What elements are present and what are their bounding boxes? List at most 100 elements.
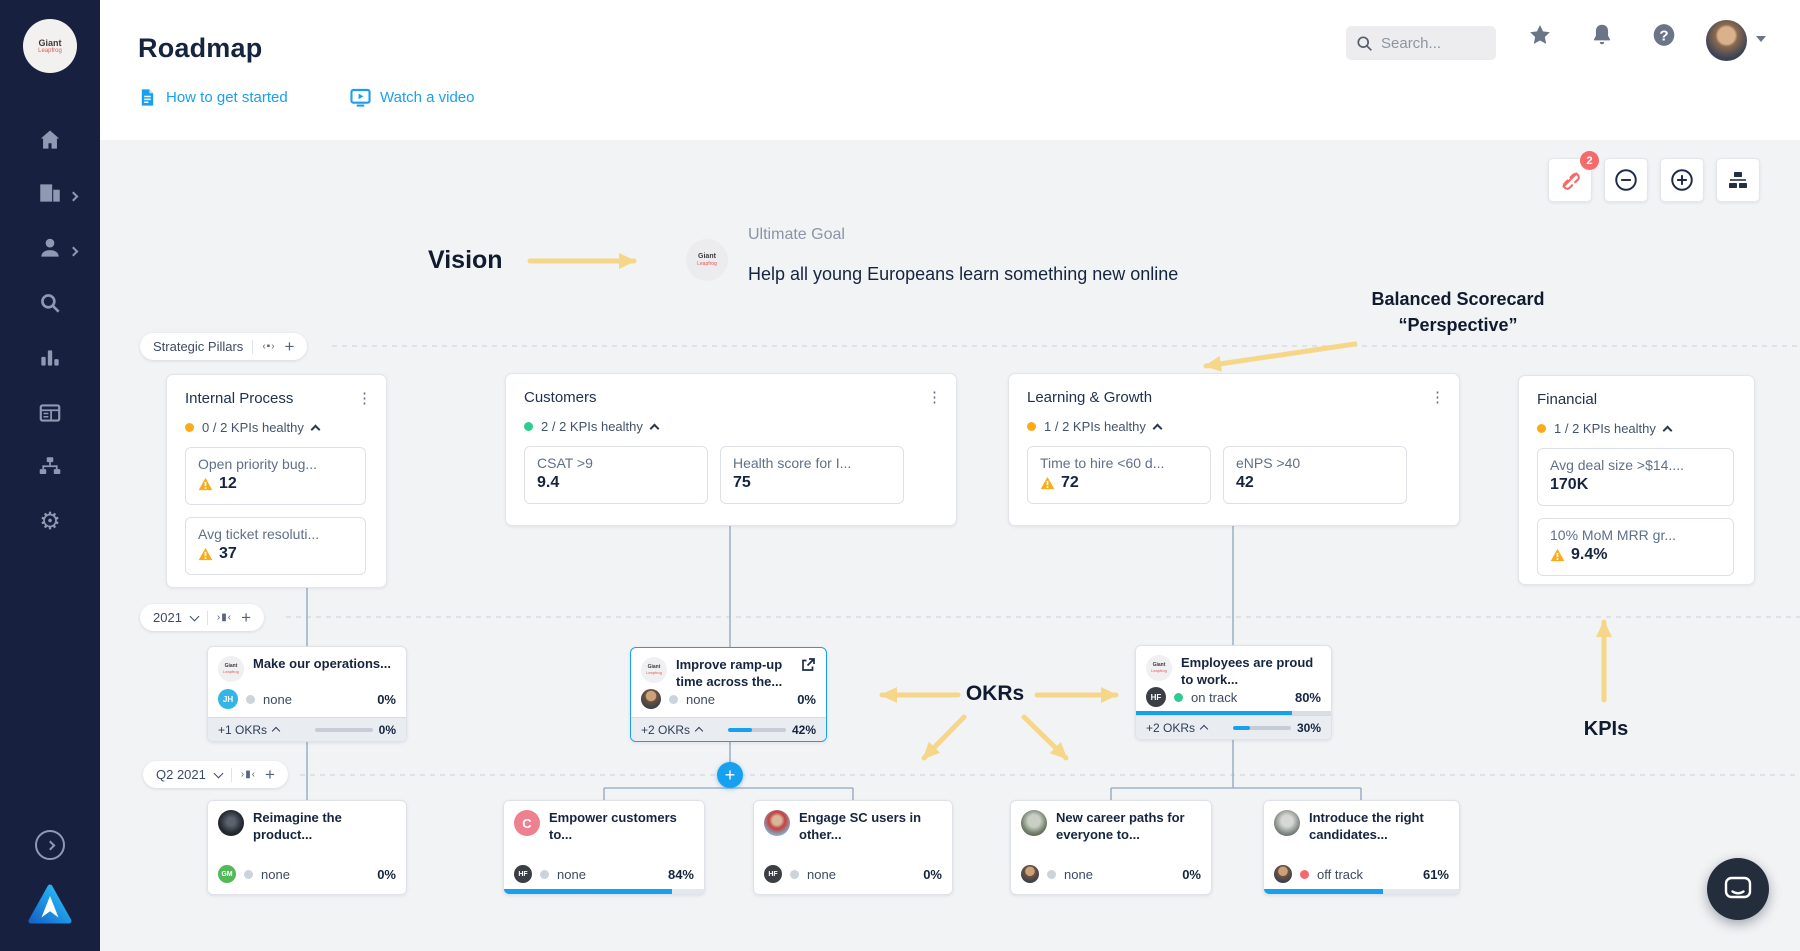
kebab-menu-icon[interactable]: ⋮ [357,389,372,407]
add-pillar-button[interactable]: + [284,336,295,356]
people-expand-chevron-icon[interactable] [68,242,82,257]
sidebar: Giant Leapfrog ⚙ [0,0,100,951]
kpi-health-toggle[interactable]: 2 / 2 KPIs healthy [506,406,956,434]
kebab-menu-icon[interactable]: ⋮ [927,388,942,406]
quarter-chip[interactable]: Q2 2021 ›▮‹ + [143,761,288,788]
add-objective-button[interactable]: + [265,764,275,784]
home-icon[interactable] [37,127,63,153]
status-dot [1174,692,1183,702]
kpi-card[interactable]: Time to hire <60 d... 72 [1027,446,1211,504]
kpi-card[interactable]: Health score for I... 75 [720,446,904,504]
watch-a-video-link[interactable]: Watch a video [350,88,475,107]
objective-card-introduce-candidates[interactable]: Introduce the right candidates... off tr… [1263,800,1460,895]
ultimate-goal-label: Ultimate Goal [748,226,845,243]
pillar-title: Learning & Growth [1027,389,1153,406]
kpi-card[interactable]: Open priority bug... 12 [185,447,366,505]
search-box[interactable] [1346,26,1496,60]
status-dot [246,694,255,704]
workspace-logo[interactable]: Giant Leapfrog [23,19,77,73]
objective-progress-bar [504,889,704,894]
open-details-icon[interactable] [800,657,816,678]
add-objective-button[interactable]: + [241,607,252,627]
roadmap-canvas: 2 Vision Giant Leapfrog Ultimate Goal He… [100,140,1800,951]
owner-avatar [1274,865,1292,883]
health-label: 2 / 2 KPIs healthy [541,419,643,434]
company-expand-chevron-icon[interactable] [68,187,82,202]
warning-icon [1550,548,1565,562]
year-chip[interactable]: 2021 ›▮‹ + [140,604,265,631]
objective-card-empower-customers[interactable]: C Empower customers to... HF none 84% [503,800,705,895]
okrs-annotation: OKRs [965,682,1025,705]
people-icon[interactable] [37,235,63,261]
perdoo-logo [28,884,72,929]
group-label: +2 OKRs [641,722,691,737]
insights-icon[interactable] [37,345,63,371]
company-icon[interactable] [37,180,63,206]
warning-icon [198,547,213,561]
group-progress-bar [314,727,373,732]
kpi-health-toggle[interactable]: 1 / 2 KPIs healthy [1519,408,1754,436]
okr-title: Employees are proud to work... [1181,655,1314,687]
objective-card-new-career-paths[interactable]: New career paths for everyone to... none… [1010,800,1212,895]
layout-button[interactable] [1716,158,1760,202]
add-okr-button[interactable]: + [717,762,743,788]
objective-title: Introduce the right candidates... [1309,810,1424,842]
objective-card-engage-sc-users[interactable]: Engage SC users in other... HF none 0% [753,800,953,895]
settings-gear-icon[interactable]: ⚙ [39,508,61,535]
workspace-subname: Leapfrog [38,47,62,54]
collapse-timeframe-icon[interactable]: ›▮‹ [240,769,257,780]
kpi-card[interactable]: CSAT >9 9.4 [524,446,708,504]
health-label: 1 / 2 KPIs healthy [1554,421,1656,436]
search-input[interactable] [1381,34,1481,52]
unlink-icon [1562,172,1580,190]
user-avatar[interactable] [1706,20,1747,61]
group-progress-bar [727,727,786,732]
sidebar-expand-button[interactable] [35,830,65,860]
progress-value: 0% [1182,866,1201,882]
kpi-health-toggle[interactable]: 0 / 2 KPIs healthy [167,407,386,435]
kpi-card[interactable]: Avg ticket resoluti... 37 [185,517,366,575]
zoom-out-button[interactable] [1604,158,1648,202]
status-dot [1300,869,1309,879]
favorites-star-icon[interactable] [1527,22,1553,48]
reports-icon[interactable] [37,400,63,426]
chevron-up-icon [271,726,281,736]
user-menu-caret-icon[interactable] [1756,36,1766,42]
roadmap-hierarchy-icon[interactable] [37,454,63,480]
strategic-pillars-chip[interactable]: Strategic Pillars ‹▪› + [140,333,308,360]
search-nav-icon[interactable] [37,290,63,316]
status-dot [540,869,549,879]
chat-launcher[interactable] [1707,858,1769,920]
kpi-card[interactable]: 10% MoM MRR gr... 9.4% [1537,518,1734,576]
okr-group-toggle[interactable]: +1 OKRs 0% [208,717,406,741]
okr-group-toggle[interactable]: +2 OKRs 42% [631,717,826,741]
help-icon[interactable]: ? [1651,22,1677,48]
okr-group-toggle[interactable]: +2 OKRs 30% [1136,715,1331,739]
page-title: Roadmap [138,33,263,63]
collapse-row-icon[interactable]: ‹▪› [262,341,276,352]
okr-title: Improve ramp-up time across the... [676,657,783,689]
pillar-card-learning-growth[interactable]: Learning & Growth ⋮ 1 / 2 KPIs healthy T… [1008,373,1460,526]
zoom-in-button[interactable] [1660,158,1704,202]
ultimate-goal-text[interactable]: Help all young Europeans learn something… [748,264,1179,284]
owner-avatar: HF [1146,687,1166,707]
notifications-bell-icon[interactable] [1589,22,1615,48]
kpi-health-toggle[interactable]: 1 / 2 KPIs healthy [1009,406,1459,434]
how-to-get-started-link[interactable]: How to get started [138,88,288,107]
kebab-menu-icon[interactable]: ⋮ [1430,388,1445,406]
objective-card-reimagine-product[interactable]: Reimagine the product... GM none 0% [207,800,407,895]
pillar-card-internal-process[interactable]: Internal Process ⋮ 0 / 2 KPIs healthy Op… [166,374,387,588]
kpi-card[interactable]: Avg deal size >$14.... 170K [1537,448,1734,506]
collapse-timeframe-icon[interactable]: ›▮‹ [216,612,233,623]
pillar-card-customers[interactable]: Customers ⋮ 2 / 2 KPIs healthy CSAT >9 9… [505,373,957,526]
kpi-card[interactable]: eNPS >40 42 [1223,446,1407,504]
pillar-card-financial[interactable]: Financial 1 / 2 KPIs healthy Avg deal si… [1518,375,1755,585]
owner-avatar [1021,865,1039,883]
hidden-items-button[interactable]: 2 [1548,151,1599,202]
plus-circle-icon [1671,169,1693,191]
